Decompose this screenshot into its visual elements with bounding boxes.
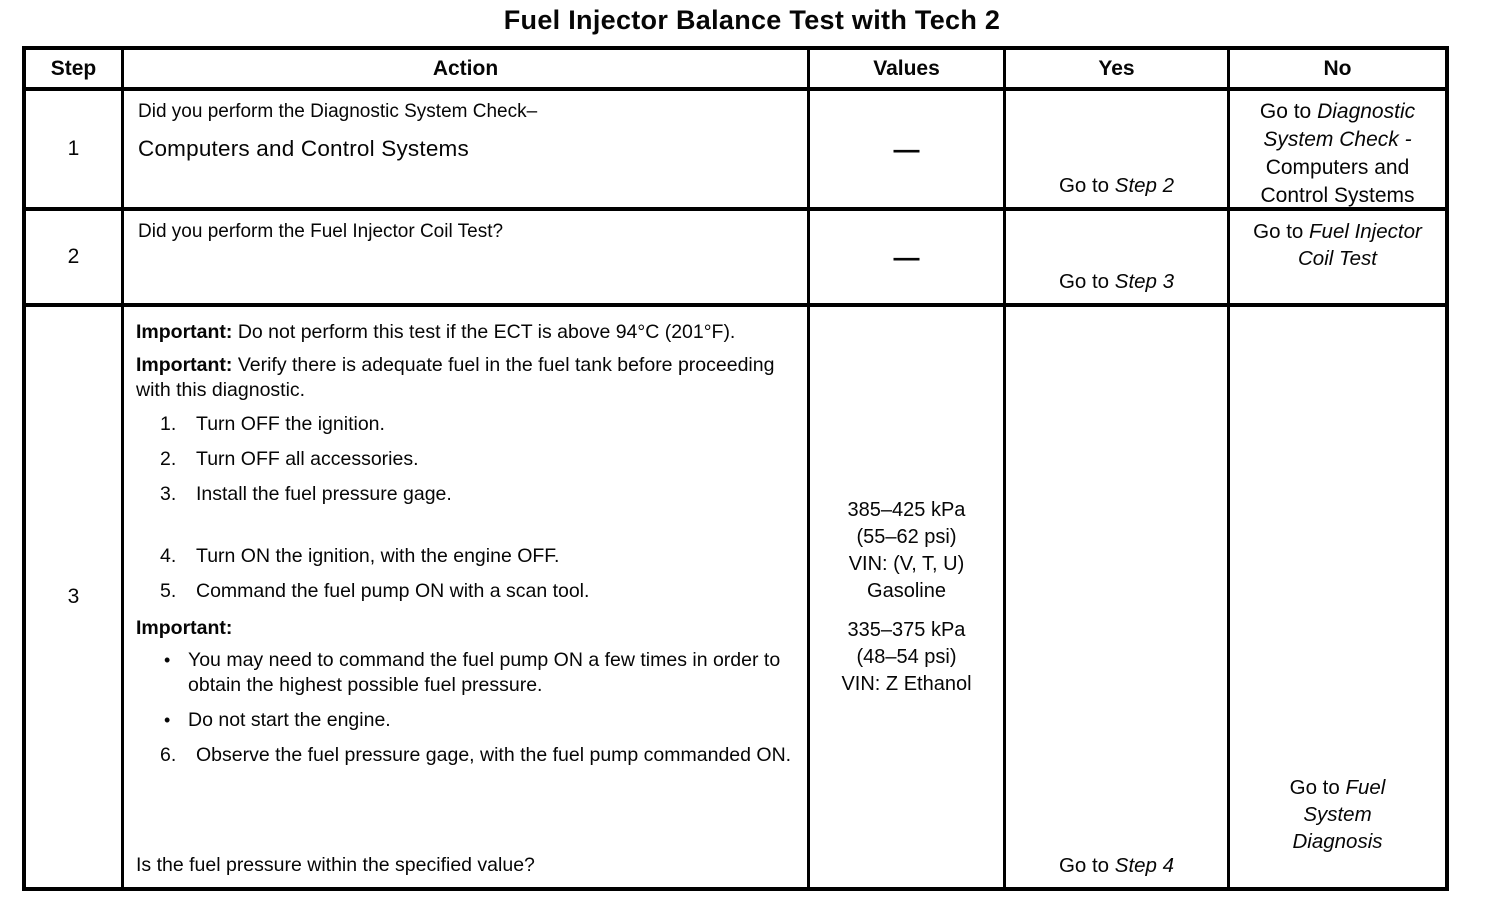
row2-no-target: Fuel Injector Coil Test (1298, 220, 1422, 270)
row3-yes-goto: Go to Step 4 (1059, 853, 1174, 879)
row1-values: — (810, 91, 1006, 211)
list-item-text: Observe the fuel pressure gage, with the… (196, 744, 792, 766)
list-item-2: 2. Turn OFF all accessories. (160, 447, 795, 472)
values-gasoline-spec: 385–425 kPa (55–62 psi) VIN: (V, T, U) G… (848, 497, 966, 605)
bullet-icon: • (164, 650, 171, 670)
row3-important-2: Important: Verify there is adequate fuel… (136, 353, 795, 403)
row3-important-3: Important: (136, 616, 795, 641)
list-item-text: Turn OFF all accessories. (196, 448, 419, 470)
row3-no-target: Fuel System Diagnosis (1292, 776, 1386, 853)
list-item-6: 6. Observe the fuel pressure gage, with t… (160, 743, 795, 768)
list-item-3: 3. Install the fuel pressure gage. (160, 482, 795, 507)
spec-kpa-range: 385–425 kPa (847, 498, 966, 521)
row3-action: Important: Do not perform this test if t… (124, 307, 810, 887)
row1-action: Did you perform the Diagnostic System Ch… (124, 91, 810, 211)
row3-values: 385–425 kPa (55–62 psi) VIN: (V, T, U) G… (810, 307, 1006, 887)
list-item-number: 1. (160, 413, 177, 435)
bullet-icon: • (164, 710, 171, 730)
spec-kpa-range: 335–375 kPa (847, 618, 966, 641)
row1-no: Go to Diagnostic System Check - Computer… (1230, 91, 1445, 211)
important-label: Important: (136, 321, 233, 343)
list-item-number: 3. (160, 483, 177, 505)
list-item-1: 1. Turn OFF the ignition. (160, 412, 795, 437)
spec-fuel-type: Gasoline (867, 579, 946, 602)
row1-yes-goto: Go to Step 2 (1059, 173, 1174, 199)
row1-no-goto: Go to Diagnostic System Check - Computer… (1237, 98, 1439, 207)
row3-yes-target: Step 4 (1114, 854, 1175, 877)
list-item-5: 5. Command the fuel pump ON with a scan t… (160, 579, 795, 604)
list-item-number: 5. (160, 580, 177, 602)
header-cell-step: Step (26, 50, 124, 91)
list-item-text: Turn ON the ignition, with the engine OF… (196, 545, 560, 567)
bullet-text: Do not start the engine. (188, 709, 391, 731)
diagnostic-table: Step Action Values Yes No 1 Did you perf… (22, 46, 1449, 891)
list-item-text: Turn OFF the ignition. (196, 413, 385, 435)
row1-step-number: 1 (26, 91, 124, 211)
row2-yes-target: Step 3 (1114, 270, 1175, 293)
row1-values-dash: — (893, 133, 920, 164)
row1-yes: Go to Step 2 (1006, 91, 1230, 211)
header-cell-action: Action (124, 50, 810, 91)
row2-values: — (810, 211, 1006, 307)
row2-yes: Go to Step 3 (1006, 211, 1230, 307)
important-label: Important: (136, 354, 233, 376)
row1-no-prefix: Go to (1259, 100, 1318, 123)
list-item-number: 2. (160, 448, 177, 470)
row2-no: Go to Fuel Injector Coil Test (1230, 211, 1445, 307)
header-cell-no: No (1230, 50, 1445, 91)
row1-action-question: Did you perform the Diagnostic System Ch… (138, 101, 538, 122)
row2-yes-prefix: Go to (1058, 270, 1115, 293)
spec-psi-range: (48–54 psi) (856, 645, 957, 668)
row3-no: Go to Fuel System Diagnosis (1230, 307, 1445, 887)
bullet-item-1: • You may need to command the fuel pump O… (164, 648, 795, 698)
row1-action-procedure-name: Computers and Control Systems (138, 136, 469, 161)
row1-yes-target: Step 2 (1114, 174, 1175, 197)
spec-vin-codes: VIN: Z Ethanol (841, 672, 972, 695)
spec-vin-codes: VIN: (V, T, U) (848, 552, 965, 575)
header-cell-yes: Yes (1006, 50, 1230, 91)
important-text: Verify there is adequate fuel in the fue… (136, 354, 775, 401)
row2-action: Did you perform the Fuel Injector Coil T… (124, 211, 810, 307)
list-item-number: 6. (160, 744, 177, 766)
header-cell-values: Values (810, 50, 1006, 91)
row1-yes-prefix: Go to (1058, 174, 1115, 197)
row3-yes: Go to Step 4 (1006, 307, 1230, 887)
row3-no-prefix: Go to (1289, 776, 1346, 799)
important-text: Do not perform this test if the ECT is a… (232, 321, 736, 343)
important-label: Important: (136, 617, 233, 639)
bullet-item-2: • Do not start the engine. (164, 708, 795, 733)
row3-question: Is the fuel pressure within the specifie… (136, 854, 535, 876)
bullet-text: You may need to command the fuel pump ON… (188, 649, 781, 696)
row2-values-dash: — (893, 241, 920, 272)
row3-step-number: 3 (26, 307, 124, 887)
values-ethanol-spec: 335–375 kPa (48–54 psi) VIN: Z Ethanol (841, 617, 971, 698)
row3-yes-prefix: Go to (1058, 854, 1115, 877)
row2-no-goto: Go to Fuel Injector Coil Test (1252, 218, 1424, 272)
list-item-4: 4. Turn ON the ignition, with the engine … (160, 544, 795, 569)
page-title: Fuel Injector Balance Test with Tech 2 (503, 5, 1001, 35)
row3-important-1: Important: Do not perform this test if t… (136, 320, 795, 345)
row2-no-prefix: Go to (1253, 220, 1310, 243)
row2-yes-goto: Go to Step 3 (1059, 269, 1174, 295)
row3-no-goto: Go to Fuel System Diagnosis (1272, 774, 1404, 855)
list-item-number: 4. (160, 545, 177, 567)
row2-action-question: Did you perform the Fuel Injector Coil T… (138, 221, 504, 242)
row2-step-number: 2 (26, 211, 124, 307)
list-item-text: Install the fuel pressure gage. (196, 483, 452, 505)
row1-no-target-suffix: Computers and Control Systems (1260, 156, 1415, 207)
spec-psi-range: (55–62 psi) (856, 525, 957, 548)
row1-no-target: Diagnostic System Check - (1263, 100, 1416, 151)
list-item-text: Command the fuel pump ON with a scan too… (196, 580, 590, 602)
